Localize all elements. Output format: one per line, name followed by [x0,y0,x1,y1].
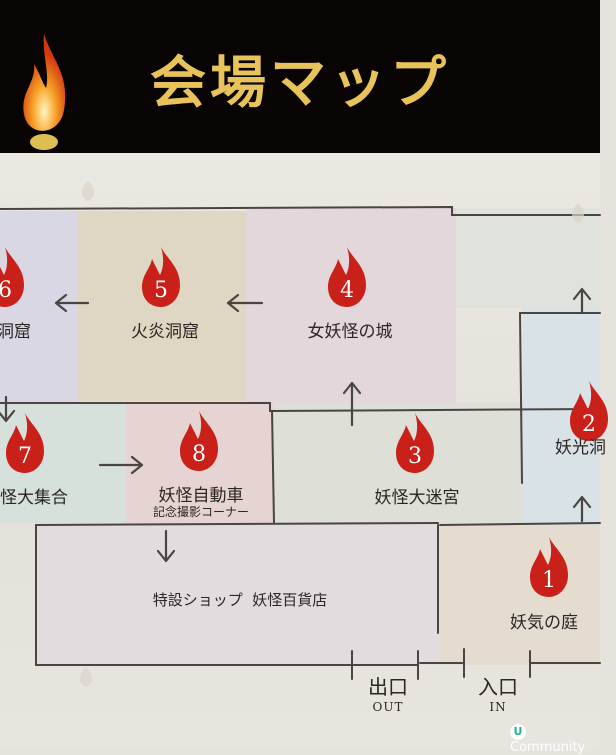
room-4-label: 女妖怪の城 [307,322,393,342]
room-3-flame-icon: 3 [396,413,434,473]
room-4-flame-icon: 4 [328,247,366,307]
room-6-area [0,211,78,403]
room-3-label: 妖怪大迷宮 [374,488,460,508]
room-8-label: 妖怪自動車 [158,486,244,506]
entrance-label: 入口 [478,675,518,699]
page-title: 会場マップ [150,50,450,116]
room-7-label: 怪大集合 [0,488,68,508]
exit-label: 出口 [368,675,408,699]
header-bar: 会場マップ [0,0,600,153]
room-5-label: 火炎洞窟 [131,322,199,342]
walls-and-arrows [0,181,601,687]
exit-label-en: OUT [372,700,404,714]
room-2-area [456,208,600,308]
room-1-label: 妖気の庭 [510,613,578,633]
room-2-flame-icon: 2 [570,381,608,441]
room-2-label: 妖光洞 [555,438,606,458]
community-text: Community [510,740,586,755]
room-3-number: 3 [408,444,422,469]
room-7-number: 7 [18,444,32,469]
room-4-number: 4 [340,278,354,303]
shop-label: 特設ショップ 妖怪百貨店 [152,591,328,609]
room-8-number: 8 [192,442,206,467]
room-1-area [440,525,600,665]
room-6-label-text: 洞窟 [0,322,31,342]
shop-area [36,525,440,665]
room-1-number: 1 [542,568,556,593]
room-2-number: 2 [582,412,596,437]
room-1-flame-icon: 1 [530,537,568,597]
room-6-number: 6 [0,278,12,303]
room-7-flame-icon: 7 [6,413,44,473]
entrance-door: 入口 IN [470,671,526,714]
community-badge-icon: U [510,724,526,740]
room-5-number: 5 [154,278,168,303]
exit-door: 出口 OUT [360,671,416,714]
community-watermark: UCommunity [510,724,600,755]
room-8-flame-icon: 8 [180,411,218,471]
room-8-sublabel: 記念撮影コーナー [152,505,249,519]
room-5-flame-icon: 5 [142,247,180,307]
room-6-label: 洞窟 [0,317,48,342]
venue-map: 1 2 3 4 5 6 7 8 妖気の庭 妖光洞 妖怪大迷宮 女妖怪の城 火炎洞… [0,153,608,750]
torch-flame-icon [23,34,66,150]
room-6-flame-icon: 6 [0,247,24,307]
entrance-label-en: IN [489,700,507,714]
